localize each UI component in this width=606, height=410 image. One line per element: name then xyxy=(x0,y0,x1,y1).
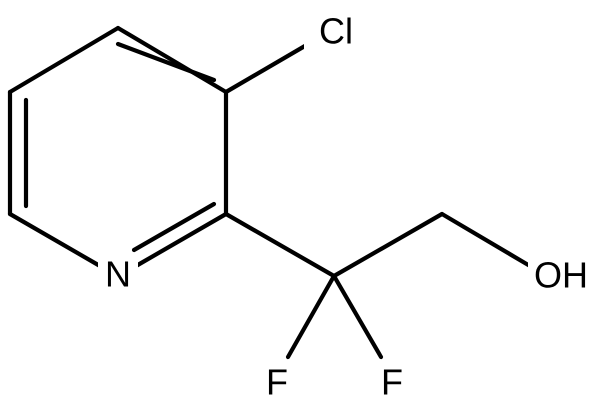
atom-f1: F xyxy=(260,362,294,403)
bond-cf2-f2 xyxy=(331,273,384,360)
bond-cf2-ch2 xyxy=(331,211,445,279)
pyridine-ring xyxy=(7,25,229,269)
bond-c6-n xyxy=(7,211,103,269)
atom-labels: Cl N OH F F xyxy=(98,11,592,403)
bond-cf2-f1 xyxy=(285,273,337,360)
atom-n-label: N xyxy=(105,254,131,295)
bond-n-c2-inner xyxy=(131,201,217,253)
bond-c3-c4-inner xyxy=(115,41,217,83)
bond-c3-cl xyxy=(223,40,313,95)
atom-cl-label: Cl xyxy=(319,11,353,52)
atom-f2: F xyxy=(375,362,409,403)
atom-f2-label: F xyxy=(381,362,403,403)
atom-n: N xyxy=(98,254,138,295)
bond-c4-c5 xyxy=(7,25,121,95)
atom-cl: Cl xyxy=(304,11,366,52)
atom-f1-label: F xyxy=(266,362,288,403)
bond-c3-c4 xyxy=(115,25,229,95)
bond-c2-cf2 xyxy=(223,211,337,279)
bond-n-c2 xyxy=(133,211,229,269)
bond-ch2-oh xyxy=(439,211,533,269)
atom-oh-label: OH xyxy=(534,255,588,296)
substituent-bonds xyxy=(223,40,533,360)
atom-oh: OH xyxy=(528,254,592,296)
